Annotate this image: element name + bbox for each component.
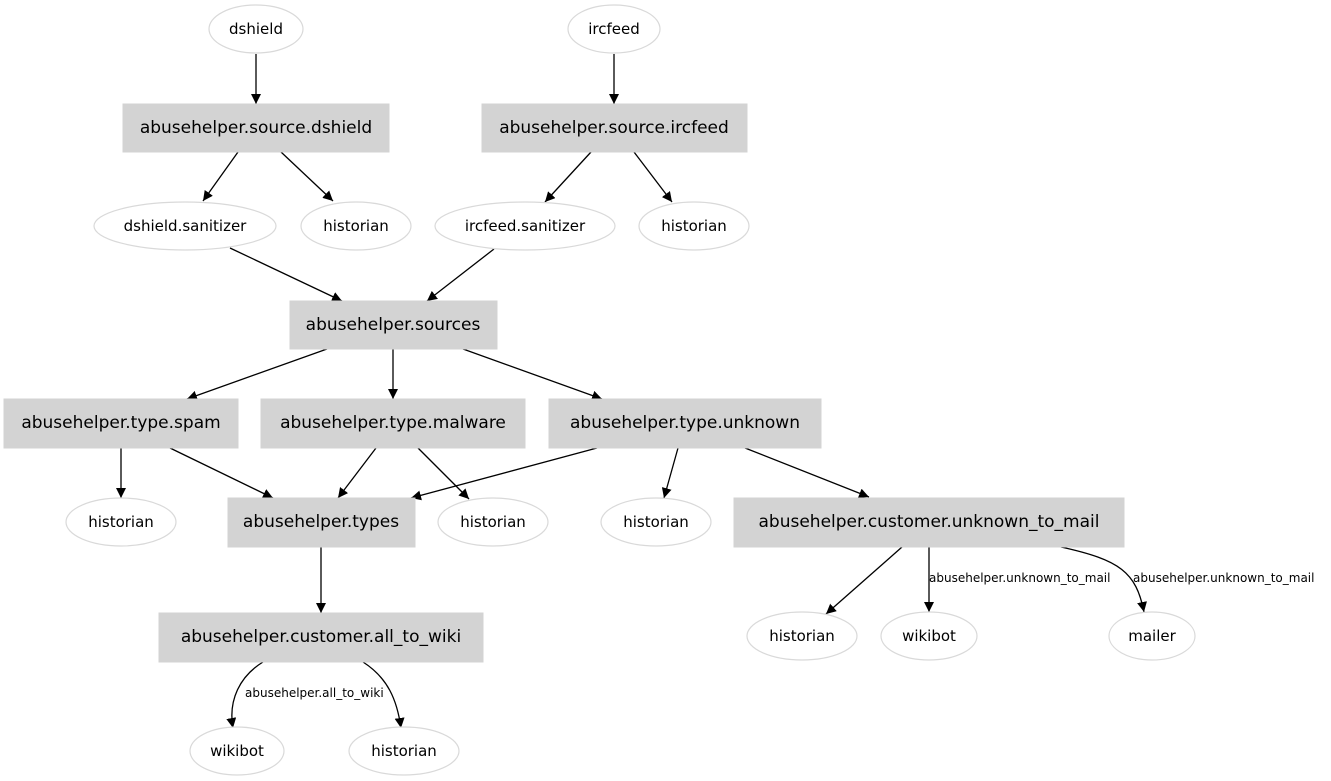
node-type-unknown: abusehelper.type.unknown <box>548 398 822 449</box>
node-label: wikibot <box>210 742 264 760</box>
node-label: abusehelper.types <box>243 512 399 532</box>
edge-customer-unknown-to-mailer <box>1060 546 1147 613</box>
node-wikibot-customer-wiki: wikibot <box>189 726 285 776</box>
node-mailer: mailer <box>1108 611 1196 661</box>
edges <box>116 54 1147 729</box>
node-type-malware: abusehelper.type.malware <box>260 398 526 449</box>
edge-label-unknown-to-mailer: abusehelper.unknown_to_mail <box>1133 571 1314 585</box>
node-source-dshield: abusehelper.source.dshield <box>122 103 390 153</box>
node-label: dshield <box>229 20 283 38</box>
edge-source-ircfeed-to-historian <box>633 151 673 203</box>
edge-source-ircfeed-to-sanitizer <box>544 151 592 203</box>
node-label: abusehelper.type.spam <box>21 413 220 433</box>
node-sources: abusehelper.sources <box>289 300 498 350</box>
edge-label-all-to-wiki: abusehelper.all_to_wiki <box>245 686 384 700</box>
edge-source-dshield-to-historian <box>280 151 334 202</box>
edge-dshield-sanitizer-to-sources <box>229 247 343 302</box>
edge-customer-wiki-to-wikibot <box>226 661 264 729</box>
node-label: historian <box>623 513 689 531</box>
edge-sources-to-type-spam <box>186 348 328 401</box>
node-historian-customer-wiki: historian <box>348 726 460 776</box>
edge-type-unknown-to-historian <box>661 447 679 499</box>
node-types: abusehelper.types <box>227 497 416 548</box>
node-label: abusehelper.customer.unknown_to_mail <box>759 512 1100 532</box>
node-dshield: dshield <box>208 4 304 54</box>
node-customer-all-to-wiki: abusehelper.customer.all_to_wiki <box>158 612 484 663</box>
edge-customer-wiki-to-historian <box>362 661 405 729</box>
node-label: abusehelper.type.malware <box>280 413 506 433</box>
node-label: abusehelper.sources <box>306 315 481 335</box>
node-historian-unknown: historian <box>600 497 712 547</box>
node-source-ircfeed: abusehelper.source.ircfeed <box>481 103 748 153</box>
edge-type-unknown-to-types <box>410 447 598 501</box>
node-ircfeed-sanitizer: ircfeed.sanitizer <box>434 201 616 251</box>
edge-type-malware-to-types <box>337 447 377 499</box>
node-customer-unknown-to-mail: abusehelper.customer.unknown_to_mail <box>733 497 1125 548</box>
node-dshield-sanitizer: dshield.sanitizer <box>93 201 277 251</box>
node-historian-dshield: historian <box>300 201 412 251</box>
edge-source-dshield-to-sanitizer <box>202 151 239 202</box>
node-historian-spam: historian <box>65 497 177 547</box>
node-label: ircfeed <box>588 20 640 38</box>
node-historian-ircfeed: historian <box>638 201 750 251</box>
node-label: ircfeed.sanitizer <box>465 217 586 235</box>
node-type-spam: abusehelper.type.spam <box>3 398 239 449</box>
node-label: wikibot <box>902 627 956 645</box>
node-label: mailer <box>1128 627 1176 645</box>
edge-type-malware-to-historian <box>417 447 470 500</box>
node-historian-malware: historian <box>437 497 549 547</box>
edge-type-unknown-to-customer-unknown <box>744 447 870 498</box>
edge-sources-to-type-unknown <box>462 348 603 401</box>
edge-ircfeed-sanitizer-to-sources <box>426 248 495 302</box>
node-historian-customer-unknown: historian <box>746 611 858 661</box>
edge-label-unknown-to-wikibot: abusehelper.unknown_to_mail <box>929 571 1110 585</box>
edge-customer-unknown-to-historian <box>825 546 903 615</box>
node-label: abusehelper.type.unknown <box>570 413 800 433</box>
node-label: historian <box>460 513 526 531</box>
node-label: historian <box>371 742 437 760</box>
edge-type-spam-to-types <box>169 447 274 499</box>
node-label: abusehelper.source.dshield <box>140 118 372 138</box>
node-label: historian <box>769 627 835 645</box>
node-label: historian <box>661 217 727 235</box>
node-label: historian <box>88 513 154 531</box>
node-label: historian <box>323 217 389 235</box>
node-label: abusehelper.source.ircfeed <box>499 118 729 138</box>
node-label: abusehelper.customer.all_to_wiki <box>181 627 461 647</box>
node-ircfeed: ircfeed <box>567 4 661 54</box>
node-wikibot-customer-unknown: wikibot <box>880 611 978 661</box>
node-label: dshield.sanitizer <box>124 217 248 235</box>
